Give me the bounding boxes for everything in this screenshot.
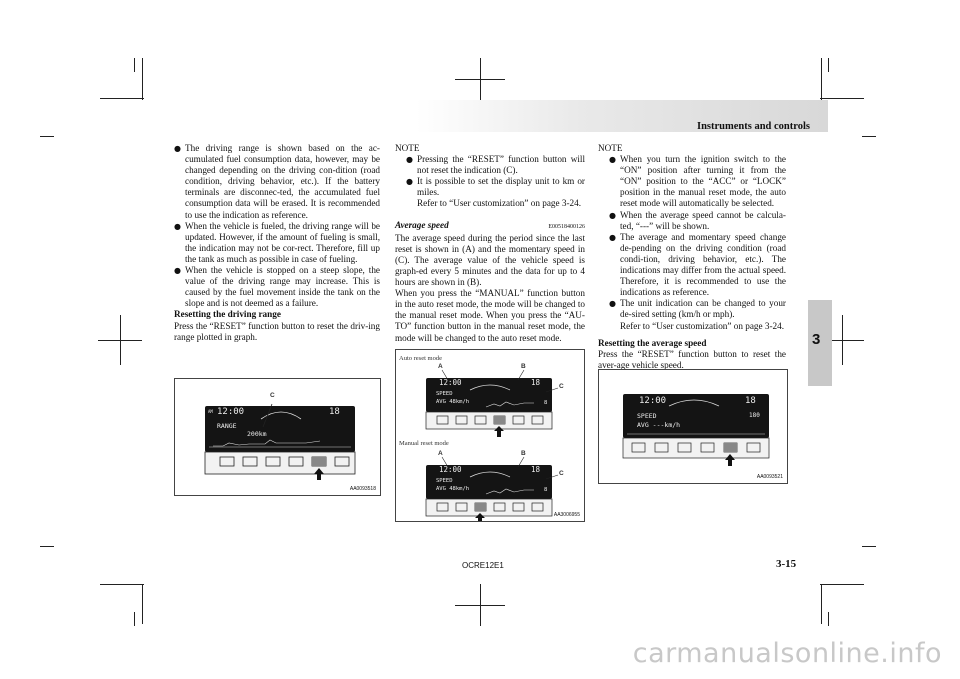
section-code: E00518400126 [548,223,585,230]
display-momentary: 8 [544,487,548,493]
paragraph: The average speed during the period sinc… [395,232,585,288]
display-illustration [622,394,770,466]
section-heading: Resetting the average speed [598,337,707,348]
chapter-tab [808,300,832,386]
display-illustration [204,403,356,480]
auto-reset-label: Auto reset mode [399,355,442,362]
figure-code: AA0093521 [756,474,783,480]
display-speed-label: SPEED [637,412,657,420]
bullet-icon: ● [174,221,181,231]
figure-code: AA0093518 [349,486,376,492]
paragraph: When you press the “MANUAL” function but… [395,288,585,343]
figure-reset-average-speed: 12:00 18 SPEED AVG ---km/h 180 AA0093521 [598,369,788,484]
callout-a: A [438,363,443,370]
display-am: AM [208,409,213,414]
note-title: NOTE [395,143,420,153]
registration-mark [455,79,505,80]
manual-reset-label: Manual reset mode [399,440,449,447]
bullet-icon: ● [174,266,181,276]
bullet-icon: ● [174,144,181,153]
figure-average-speed-modes: Auto reset mode Manual reset mode A B C … [395,349,585,524]
figure-code: AA3006955 [553,512,580,518]
note-reference: Refer to “User customization” on page 3-… [417,198,582,209]
display-range-label: RANGE [217,422,237,430]
display-illustration [425,369,559,524]
display-momentary: 180 [749,412,760,419]
display-avg: AVG 48km/h [436,399,470,405]
display-temp: 18 [531,465,541,474]
crop-mark [821,584,822,624]
bullet-icon: ● [609,299,616,309]
bullet-icon: ● [609,210,616,220]
display-temp: 18 [329,407,340,417]
registration-mark [455,605,505,606]
watermark: carmanualsonline.info [632,638,942,669]
list-item: ●When the vehicle is fueled, the driving… [174,220,380,264]
display-temp: 18 [745,396,756,406]
display-clock: 12:00 [639,396,667,406]
list-item: ●The driving range is shown based on the… [174,143,380,220]
bullet-icon: ● [406,177,413,187]
callout-c: C [559,470,564,477]
display-range-value: 200km [247,430,267,438]
display-speed-label: SPEED [436,391,453,397]
header-band [416,100,828,132]
callout-c: C [270,392,275,399]
bullet-icon: ● [609,232,616,242]
display-avg: AVG 48km/h [436,486,470,492]
list-item: ●The average and momentary speed change … [609,231,786,298]
crop-mark [862,136,876,137]
figure-driving-range: C AM 12:00 18 RANGE 200km AA0093518 [174,378,381,496]
display-momentary: 8 [544,400,548,406]
display-speed-label: SPEED [436,478,453,484]
list-item: ●When the average speed cannot be calcul… [609,209,786,231]
registration-mark [842,315,843,365]
callout-c: C [559,383,564,390]
right-column: NOTE ●When you turn the ignition switch … [598,143,786,371]
callout-a: A [438,450,443,457]
list-item: ●It is possible to set the display unit … [406,176,585,198]
section-heading: Average speed E00518400126 [395,220,585,233]
crop-mark [828,58,829,72]
page-number: 3-15 [776,558,797,570]
crop-mark [134,612,135,626]
note-reference: Refer to “User customization” on page 3-… [620,320,785,331]
callout-b: B [521,450,526,457]
section-heading: Resetting the driving range [174,309,281,320]
crop-mark [828,612,829,626]
crop-mark [142,584,143,624]
chapter-number: 3 [812,331,821,348]
paragraph: Press the “RESET” function button to res… [598,348,786,370]
display-avg: AVG ---km/h [637,421,681,429]
display-clock: 12:00 [439,378,462,387]
section-title: Instruments and controls [697,121,810,132]
paragraph: Press the “RESET” function button to res… [174,320,380,342]
list-item: ●When you turn the ignition switch to th… [609,154,786,209]
bullet-icon: ● [609,155,616,165]
list-item: ●Pressing the “RESET” function button wi… [406,154,585,176]
footer-code: OCRE12E1 [462,561,504,570]
display-clock: 12:00 [439,465,462,474]
left-column: ●The driving range is shown based on the… [174,143,380,343]
crop-mark [100,98,144,99]
bullet-icon: ● [406,155,413,165]
crop-mark [821,58,822,100]
callout-b: B [521,363,526,370]
display-clock: 12:00 [217,407,245,417]
crop-mark [100,584,144,585]
crop-mark [134,58,135,72]
crop-mark [862,546,876,547]
note-title: NOTE [598,143,623,153]
list-item: ●When the vehicle is stopped on a steep … [174,265,380,309]
crop-mark [40,546,54,547]
crop-mark [820,584,864,585]
registration-mark [120,315,121,365]
display-temp: 18 [531,378,541,387]
middle-column: NOTE ●Pressing the “RESET” function butt… [395,143,585,344]
list-item: ●The unit indication can be changed to y… [609,298,786,320]
crop-mark [142,58,143,100]
crop-mark [820,98,864,99]
crop-mark [40,136,54,137]
